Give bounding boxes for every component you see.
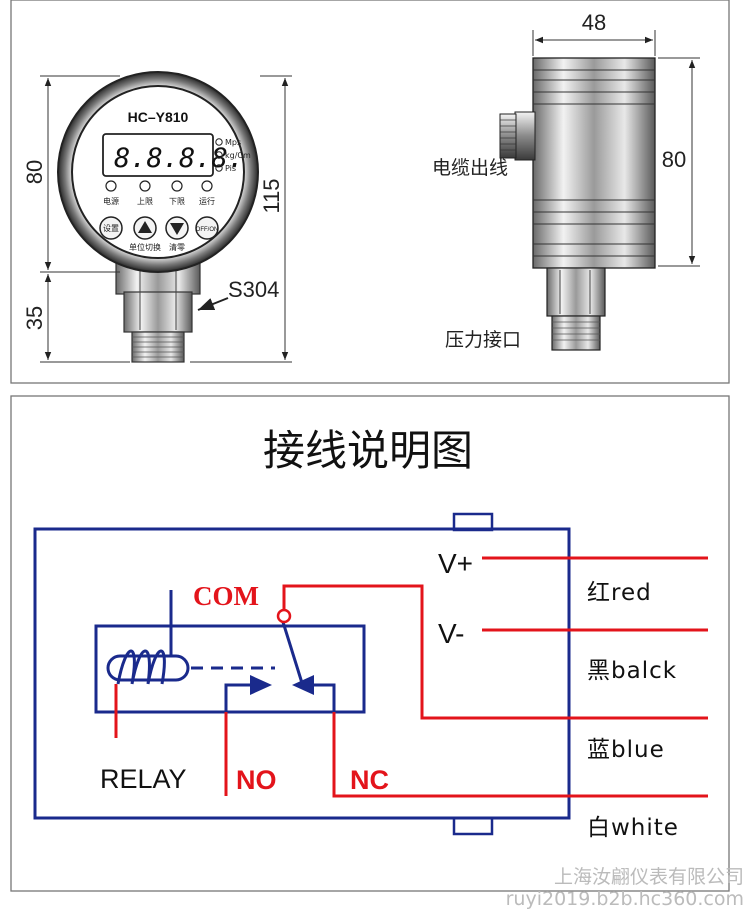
vminus-label: V- [438, 618, 464, 649]
com-label: COM [193, 581, 259, 611]
triangle-up-icon [138, 221, 152, 233]
relay-coil [106, 590, 275, 685]
nc-label: NC [350, 765, 389, 795]
vplus-label: V+ [438, 548, 473, 579]
side-body [532, 57, 656, 269]
cable-gland [514, 111, 536, 161]
gauge-front-view: HC–Y810 8.8.8.8. Mps kg/Cm Pis 电源 上限 下限 … [57, 71, 259, 363]
gauge-stem [123, 291, 193, 333]
indicator-label: 上限 [137, 197, 153, 206]
unit-label: kg/Cm [225, 151, 251, 160]
triangle-down-icon [170, 223, 184, 235]
gauge-model: HC–Y810 [128, 109, 189, 125]
unit-led-icon [215, 164, 223, 172]
indicator-label: 电源 [103, 196, 119, 206]
onoff-button-label: OFF/ON [196, 227, 219, 233]
wiring-title: 接线说明图 [263, 426, 473, 475]
coil-winding-icon [116, 649, 166, 685]
dim-stem-height: 35 [22, 306, 47, 330]
wire-label-white: 白white [587, 815, 679, 841]
front-dimensions: 80 35 115 S304 [22, 75, 292, 363]
unit-led-icon [215, 138, 223, 146]
gauge-display [102, 133, 214, 177]
housing-tab-bottom [452, 816, 494, 836]
material-label: S304 [228, 277, 279, 302]
led-icon [105, 180, 117, 192]
cable-outlet-label: 电缆出线 [432, 157, 508, 179]
cable-gland-cap [499, 113, 517, 159]
led-icon [171, 180, 183, 192]
side-dimensions: 48 80 电缆出线 压力接口 [432, 10, 700, 351]
dim-side-height: 80 [662, 147, 686, 172]
button-caption: 清零 [169, 242, 185, 252]
unit-label: Mps [225, 138, 241, 147]
wire-label-red: 红red [587, 580, 652, 606]
relay-contacts [224, 621, 336, 712]
button-caption: 单位切换 [129, 242, 161, 252]
unit-indicators: Mps kg/Cm Pis [215, 138, 251, 173]
onoff-button [195, 216, 219, 240]
wire-label-blue: 蓝blue [587, 737, 665, 763]
gauge-buttons: 设置 OFF/ON 单位切换 清零 [99, 216, 219, 252]
side-thread [551, 315, 601, 351]
unit-led-icon [215, 151, 223, 159]
gauge-side-view [499, 57, 656, 351]
watermark-company: 上海汝翩仪表有限公司 [554, 866, 744, 888]
sensor-housing [33, 512, 571, 836]
bottom-panel-frame [10, 395, 730, 892]
side-stem [546, 267, 606, 317]
no-contact-arrow-icon [250, 675, 272, 695]
led-icon [201, 180, 213, 192]
set-button [99, 216, 123, 240]
status-indicators: 电源 上限 下限 运行 [103, 180, 215, 206]
pressure-port-label: 压力接口 [445, 329, 521, 351]
set-button-label: 设置 [103, 223, 119, 233]
relay-label: RELAY [100, 764, 187, 794]
led-icon [139, 180, 151, 192]
dim-total-height: 115 [259, 178, 284, 213]
watermark-url: ruyi2019.b2b.hc360.com [506, 888, 744, 909]
dim-side-width: 48 [582, 10, 606, 35]
red-wiring [114, 556, 708, 798]
housing-outline [33, 527, 571, 820]
wire-label-black: 黑balck [587, 658, 677, 684]
indicator-label: 运行 [199, 196, 215, 206]
relay-box [94, 624, 366, 714]
dim-head-height: 80 [22, 160, 47, 184]
com-terminal-icon [276, 608, 292, 624]
indicator-label: 下限 [169, 197, 185, 206]
unit-label: Pis [225, 164, 236, 173]
nc-contact-arrow-icon [292, 675, 314, 695]
no-label: NO [236, 765, 277, 795]
